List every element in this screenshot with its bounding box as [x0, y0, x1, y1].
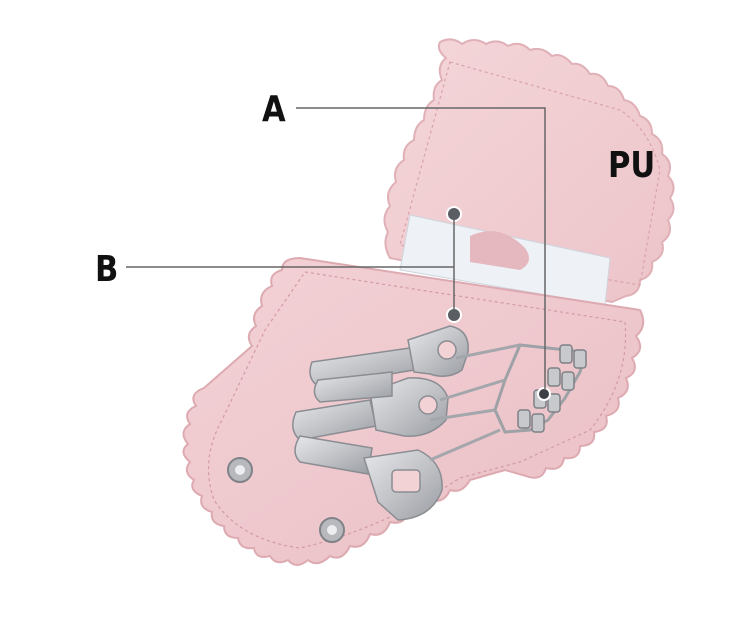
leader-line-a: [296, 107, 546, 390]
label-a: A: [262, 89, 286, 130]
pointer-dots: [446, 206, 551, 401]
card-slot: [399, 214, 611, 316]
key-hooks: [429, 343, 587, 462]
leader-lines: [126, 107, 546, 390]
label-b: B: [95, 249, 119, 290]
snap-button-top: [227, 457, 253, 483]
snap-button-bottom: [319, 517, 345, 543]
material-label: PU: [608, 145, 656, 186]
keys: [292, 325, 469, 521]
